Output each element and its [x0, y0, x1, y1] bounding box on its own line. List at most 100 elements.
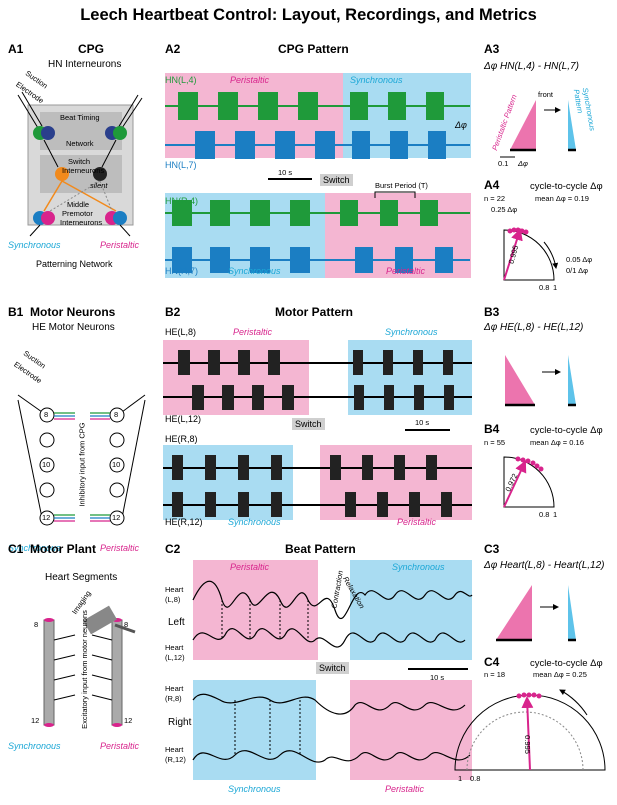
b2-switch: Switch	[292, 418, 325, 430]
a4-polar	[503, 227, 559, 281]
b2-scale: 10 s	[415, 418, 430, 427]
b1-synchronous: Synchronous	[8, 543, 61, 553]
c2-heart-l8: Heart	[165, 585, 184, 594]
b4-title: cycle-to-cycle Δφ	[530, 425, 603, 436]
b1-subtitle: HE Motor Neurons	[32, 322, 115, 333]
a3-tick2: Δφ	[518, 159, 528, 168]
a4-n: n = 22	[484, 194, 506, 203]
b2-peristaltic-bottom: Peristaltic	[397, 517, 437, 527]
b4-ax1: 0.8	[539, 510, 550, 519]
a2-hn-l7: HN(L,7)	[165, 160, 197, 170]
b2-synchronous-bottom: Synchronous	[228, 517, 281, 527]
c2-synchronous-top: Synchronous	[392, 562, 445, 572]
c4-mean: mean Δφ = 0.25	[533, 670, 587, 679]
c2-r12: (R,12)	[165, 755, 186, 764]
a4-ax2: 1	[553, 283, 558, 292]
panel-label-b3: B3	[484, 305, 500, 319]
a2-peristaltic-bottom: Peristaltic	[386, 266, 426, 276]
c2-scale: 10 s	[430, 673, 445, 682]
c2-peristaltic-top: Peristaltic	[230, 562, 270, 572]
panel-label-c4: C4	[484, 655, 500, 669]
b2-traces	[163, 340, 472, 520]
b1-n12-left: 12	[42, 513, 51, 522]
b2-synchronous-top: Synchronous	[385, 327, 438, 337]
c2-heart-l12: Heart	[165, 643, 184, 652]
panel-label-c3: C3	[484, 542, 500, 556]
a1-peristaltic: Peristaltic	[100, 240, 140, 250]
panel-label-c1: C1	[8, 542, 24, 556]
a1-premotor: Premotor	[62, 209, 93, 218]
c3-triangles	[496, 585, 576, 642]
c2-l12: (L,12)	[165, 653, 185, 662]
b4-polar	[503, 456, 555, 508]
a1-network: Network	[66, 139, 94, 148]
b2-he-r12: HE(R,12)	[165, 517, 203, 527]
b3-title: Δφ HE(L,8) - HE(L,12)	[484, 322, 584, 333]
panel-label-a4: A4	[484, 178, 500, 192]
a2-title: CPG Pattern	[278, 42, 349, 56]
a4-side1: 0.05 Δφ	[566, 255, 593, 264]
a4-side2: 0/1 Δφ	[566, 266, 588, 275]
a4-top-label: 0.25 Δφ	[491, 205, 518, 214]
b1-n8-right: 8	[114, 410, 119, 419]
c4-r-label: 0.995	[522, 735, 532, 754]
b1-peristaltic: Peristaltic	[100, 543, 140, 553]
a1-interneurons: Interneurons	[62, 166, 105, 175]
c2-synchronous-bottom: Synchronous	[228, 784, 281, 794]
a1-title: CPG	[78, 42, 105, 56]
b2-he-l12: HE(L,12)	[165, 414, 202, 424]
c4-ax1: 1	[458, 774, 463, 783]
c2-traces	[192, 560, 473, 780]
a1-synchronous: Synchronous	[8, 240, 61, 250]
b1-n10-left: 10	[42, 460, 51, 469]
c1-n12-right: 12	[124, 716, 133, 725]
a3-title: Δφ HN(L,4) - HN(L,7)	[484, 61, 579, 72]
b3-triangles	[505, 355, 576, 407]
c1-schematic	[43, 605, 136, 727]
a4-mean: mean Δφ = 0.19	[535, 194, 589, 203]
c1-subtitle: Heart Segments	[45, 572, 118, 583]
a2-peristaltic-top: Peristaltic	[230, 75, 270, 85]
a2-scale: 10 s	[278, 168, 293, 177]
a1-schematic	[17, 91, 143, 237]
b4-ax2: 1	[553, 510, 558, 519]
c1-peristaltic: Peristaltic	[100, 741, 140, 751]
a2-switch: Switch	[320, 174, 353, 186]
c4-title: cycle-to-cycle Δφ	[530, 658, 603, 669]
a1-silent: silent	[90, 181, 108, 190]
c4-polar	[454, 689, 606, 771]
b1-n10-right: 10	[112, 460, 121, 469]
a2-hn-r7: HN(R,7)	[165, 266, 198, 276]
a3-front: front	[538, 90, 554, 99]
c1-excit: Excitatory input from motor neurons	[80, 610, 89, 729]
a2-burst-period: Burst Period (T)	[375, 181, 428, 190]
a2-traces	[165, 73, 471, 278]
b2-title: Motor Pattern	[275, 305, 353, 319]
c1-n12-left: 12	[31, 716, 40, 725]
a1-subtitle: HN Interneurons	[48, 59, 122, 70]
b2-peristaltic-top: Peristaltic	[233, 327, 273, 337]
b4-n: n = 55	[484, 438, 506, 447]
panel-label-a2: A2	[165, 42, 181, 56]
a1-interneurons2: Interneurons	[60, 218, 103, 227]
b1-n8-left: 8	[44, 410, 49, 419]
a1-switch: Switch	[68, 157, 91, 166]
b4-mean: mean Δφ = 0.16	[530, 438, 584, 447]
a2-hn-r4: HN(R,4)	[165, 196, 198, 206]
page-title: Leech Heartbeat Control: Layout, Recordi…	[80, 6, 537, 24]
panel-label-a3: A3	[484, 42, 500, 56]
b1-inhib: Inhibitory input from CPG	[77, 422, 87, 507]
a1-beat-timing: Beat Timing	[60, 113, 100, 122]
b2-he-r8: HE(R,8)	[165, 434, 198, 444]
a3-tick1: 0.1	[498, 159, 509, 168]
b1-n12-right: 12	[112, 513, 121, 522]
c1-synchronous: Synchronous	[8, 741, 61, 751]
c3-title: Δφ Heart(L,8) - Heart(L,12)	[484, 560, 605, 571]
c2-right: Right	[168, 717, 192, 728]
a1-footer: Patterning Network	[36, 259, 113, 269]
panel-label-a1: A1	[8, 42, 24, 56]
a4-ax1: 0.8	[539, 283, 550, 292]
panel-label-b2: B2	[165, 305, 181, 319]
c2-title: Beat Pattern	[285, 542, 356, 556]
